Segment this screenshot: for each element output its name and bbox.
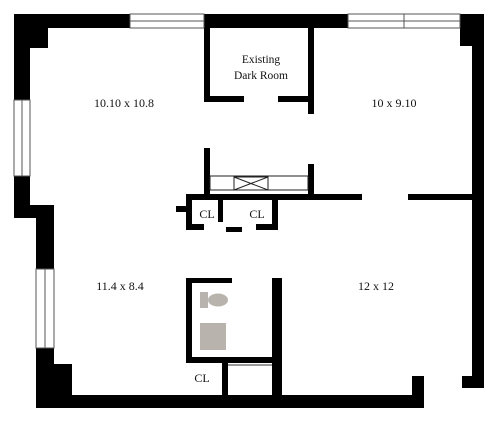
window-top-right bbox=[347, 13, 461, 29]
dark-room-label-line2: Dark Room bbox=[234, 70, 288, 82]
vanity-fixture bbox=[200, 323, 226, 350]
wall-dark-room-bottom-right bbox=[278, 96, 314, 102]
room-label-bottom-left: 11.4 x 8.4 bbox=[96, 279, 144, 293]
wall-closet-left-foot bbox=[186, 224, 204, 230]
wall-bath-bottom bbox=[186, 357, 274, 363]
wall-right-foot bbox=[462, 376, 484, 388]
wall-left-upper-1 bbox=[14, 14, 30, 100]
wall-bottom-right-block bbox=[412, 376, 424, 408]
closet-label-right: CL bbox=[249, 207, 264, 221]
wall-bottom bbox=[36, 395, 424, 408]
closet-label-bath: CL bbox=[194, 371, 209, 385]
wall-mid-right-2 bbox=[408, 194, 474, 200]
wall-closet-left bbox=[186, 194, 192, 230]
wall-bath-closet-divider bbox=[222, 357, 228, 395]
outer-walls bbox=[14, 14, 484, 408]
wall-closet-top bbox=[186, 194, 276, 200]
room-label-bottom-right: 12 x 12 bbox=[358, 279, 394, 293]
wall-right bbox=[472, 14, 484, 388]
wall-mid-left bbox=[176, 206, 190, 212]
wall-closet-divider bbox=[218, 200, 223, 222]
room-label-top-right: 10 x 9.10 bbox=[372, 96, 417, 110]
toilet-fixture bbox=[200, 292, 228, 308]
wall-closet-bottom-stub bbox=[226, 227, 242, 232]
wall-bath-top bbox=[186, 278, 232, 283]
wall-dark-room-left bbox=[204, 28, 210, 102]
wall-top-middle bbox=[204, 14, 348, 28]
wall-hall-left-upper bbox=[204, 148, 210, 194]
wall-mid-right-1 bbox=[270, 194, 362, 200]
closet-label-left: CL bbox=[199, 207, 214, 221]
wall-left-lower-1 bbox=[36, 205, 54, 269]
dark-room-label-line1: Existing bbox=[242, 54, 281, 66]
wall-dark-room-bottom-left bbox=[204, 96, 244, 102]
wall-closet-right bbox=[272, 194, 278, 230]
wall-partition-right bbox=[272, 278, 282, 395]
hall-register bbox=[209, 175, 309, 191]
room-label-top-left: 10.10 x 10.8 bbox=[94, 96, 154, 110]
fixtures bbox=[200, 175, 309, 366]
windows bbox=[13, 13, 461, 349]
wall-dark-room-right bbox=[308, 28, 314, 114]
wall-closet-right-foot bbox=[256, 224, 278, 230]
window-left-upper bbox=[13, 99, 31, 177]
wall-bath-left bbox=[186, 278, 192, 362]
labels: 10.10 x 10.8 10 x 9.10 11.4 x 8.4 12 x 1… bbox=[94, 54, 417, 385]
window-top-left bbox=[129, 13, 205, 29]
window-left-lower bbox=[35, 268, 55, 349]
interior-walls bbox=[176, 28, 474, 395]
wall-hall-right-upper bbox=[308, 164, 314, 194]
